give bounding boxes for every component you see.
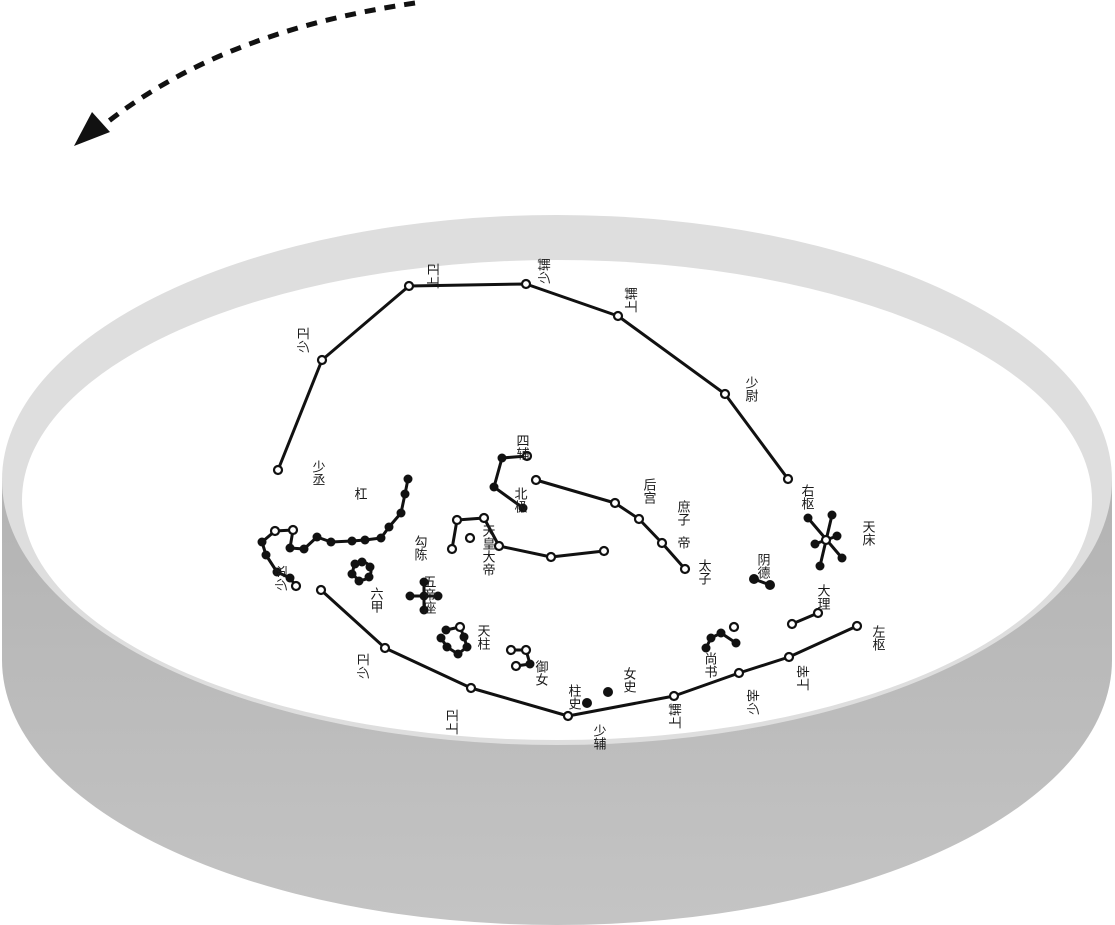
star-sifu-3: [489, 482, 499, 492]
star-shaofu-top: [520, 278, 532, 290]
star-sifu-4: [518, 503, 528, 513]
label-taizi: 太子: [696, 559, 712, 585]
star-gouchen-2: [451, 514, 463, 526]
sifu-line: [492, 454, 529, 510]
label-shaozai: 少宰: [746, 689, 762, 715]
label-shangzai: 上宰: [796, 665, 812, 691]
star-gouchen-4: [493, 540, 505, 552]
star-dali-1: [786, 618, 798, 630]
star-shangzai: [783, 651, 795, 663]
star-shaowei-left: [316, 354, 328, 366]
star-gouchen-1: [446, 543, 458, 555]
label-yinde: 阴德: [755, 553, 771, 579]
star-tianhuangdadi: [464, 532, 476, 544]
label-shaowei-bottom: 少卫: [357, 653, 372, 679]
star-shangfu-bottom: [668, 690, 680, 702]
label-sifu: 四辅: [514, 434, 530, 460]
star-yinde-1: [749, 574, 759, 584]
label-liujia: 六甲: [368, 587, 384, 613]
yunv-line: [509, 648, 532, 668]
label-shaofu-top: 少辅: [538, 258, 553, 284]
shangshu-line: [704, 631, 738, 650]
cylinder-floor: [22, 260, 1092, 740]
star-shangfu-top: [612, 310, 624, 322]
label-shaowei-left: 少卫: [297, 327, 312, 353]
label-di: 帝: [675, 535, 691, 549]
label-youshu: 右枢: [799, 484, 815, 510]
label-shaocheng: 少丞: [310, 460, 326, 486]
star-beiji-5: [679, 563, 691, 575]
label-shaocheng-bottom: 少丞: [275, 565, 290, 591]
label-shangfu-top: 上辅: [625, 287, 640, 313]
label-beiji: 北极: [512, 487, 528, 513]
wudizuo-stars: [405, 577, 443, 615]
label-gouchen: 勾陈: [412, 535, 428, 561]
rotation-arrow: [74, 0, 416, 146]
star-sifu-1: [521, 450, 533, 462]
lower-wall-line: [319, 588, 859, 718]
star-gouchen-5: [545, 551, 557, 563]
star-shangwei-bottom: [465, 682, 477, 694]
label-zuoshu: 左枢: [870, 625, 886, 651]
star-shaofu-bottom: [562, 710, 574, 722]
label-shaowei-right: 少尉: [743, 376, 759, 402]
star-shaocheng: [272, 464, 284, 476]
label-dali: 大理: [815, 584, 831, 610]
label-gang: 杠: [352, 486, 368, 500]
tianchuang-stars: [803, 510, 847, 571]
label-nvshi: 女史: [621, 666, 637, 694]
star-sifu-2: [497, 453, 507, 463]
star-youshu: [782, 473, 794, 485]
rotation-arrow-dashed-arc: [98, 0, 416, 130]
star-beiji-1: [530, 474, 542, 486]
star-zhushi: [582, 698, 592, 708]
star-gouchen-6: [598, 545, 610, 557]
cylinder-base: [2, 215, 1112, 925]
star-shaowei-right: [719, 388, 731, 400]
yunv-stars: [505, 644, 535, 672]
star-shaozai: [733, 667, 745, 679]
shangshu-stars: [701, 621, 741, 653]
star-beiji-4: [656, 537, 668, 549]
label-shangfu-bottom: 上辅: [669, 703, 684, 729]
label-tianzhu: 天柱: [475, 624, 491, 651]
label-tianchuang: 天床: [860, 520, 876, 546]
star-dali-2: [812, 607, 824, 619]
label-shuzi: 庶子: [675, 499, 691, 526]
star-beiji-3: [633, 513, 645, 525]
star-zuoshu: [851, 620, 863, 632]
star-shaowei-bottom: [379, 642, 391, 654]
stars: [257, 278, 863, 722]
label-shaofu-bottom: 少辅: [591, 724, 607, 750]
star-shaocheng-bottom: [315, 584, 327, 596]
star-shangwei-top: [403, 280, 415, 292]
arrowhead-icon: [74, 112, 110, 146]
label-shangwei-bottom: 上卫: [446, 709, 461, 735]
label-zhushi: 柱史: [566, 684, 582, 711]
tianzhu-stars: [436, 621, 472, 659]
label-wudizuo: 五帝座: [421, 575, 437, 615]
label-tianhuangdadi: 天皇大帝: [480, 524, 496, 576]
star-labels: 上卫 少辅 上辅 少卫 少尉 右枢 少丞 四辅 北极 后宫 庶子 帝 太子 勾陈…: [275, 258, 885, 750]
star-beiji-2: [609, 497, 621, 509]
star-gouchen-3: [478, 512, 490, 524]
liujia-stars: [347, 557, 375, 586]
gang-stars: [257, 474, 413, 592]
star-yinde-2: [765, 580, 775, 590]
label-hougong: 后宫: [641, 478, 657, 504]
label-shangshu: 尚书: [702, 652, 718, 679]
label-shangwei-top: 上卫: [427, 263, 442, 289]
label-yunv: 御女: [533, 660, 549, 686]
star-nvshi: [603, 687, 613, 697]
